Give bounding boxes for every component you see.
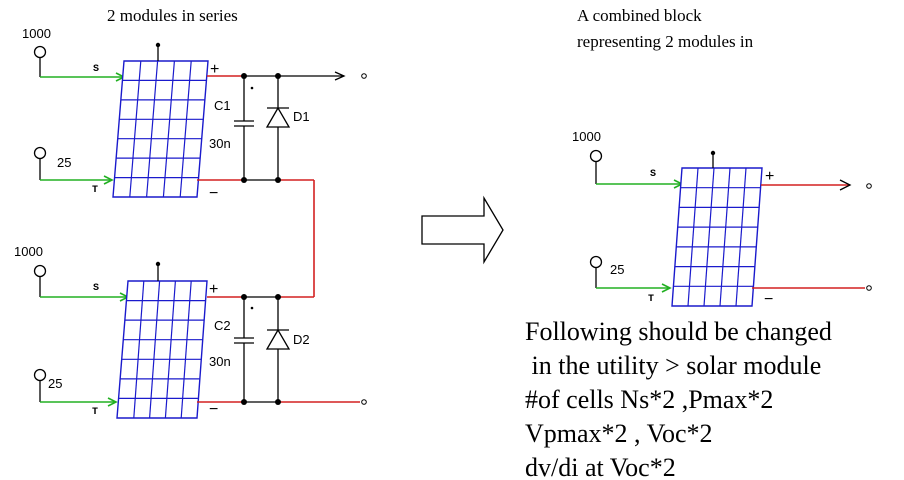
irradiance-source-combined[interactable] xyxy=(589,149,603,163)
plus-terminal-combined: + xyxy=(765,168,774,185)
temperature-source-combined[interactable] xyxy=(589,255,603,269)
temperature-source-bottom[interactable] xyxy=(33,368,47,382)
temperature-label-combined: 25 xyxy=(610,262,624,277)
diode-d1[interactable] xyxy=(265,76,291,180)
output-terminal-top[interactable] xyxy=(361,73,367,79)
plus-terminal-top: + xyxy=(210,61,219,78)
note-line: #of cells Ns*2 ,Pmax*2 xyxy=(525,385,773,414)
s-pin-combined: S xyxy=(650,169,656,180)
minus-terminal-combined: − xyxy=(764,291,773,308)
irradiance-label-top: 1000 xyxy=(22,26,51,41)
capacitor-c2[interactable] xyxy=(234,297,254,402)
note-line: dv/di at Voc*2 xyxy=(525,453,676,480)
note-line: Vpmax*2 , Voc*2 xyxy=(525,419,713,448)
irradiance-source-bottom[interactable] xyxy=(33,264,47,278)
output-terminal-combined-minus[interactable] xyxy=(866,285,872,291)
irradiance-source-top[interactable] xyxy=(33,45,47,59)
right-title-line2: representing 2 modules in xyxy=(577,32,754,51)
plus-terminal-bottom: + xyxy=(209,281,218,298)
c2-value: 30n xyxy=(209,354,231,369)
note-line: Following should be changed xyxy=(525,317,832,346)
solar-module-combined[interactable]: 1000 S 25 T + − xyxy=(572,129,872,308)
minus-terminal-top: − xyxy=(209,185,218,202)
diode-d2[interactable] xyxy=(265,297,291,402)
transform-arrow-icon xyxy=(421,195,504,265)
irradiance-label-combined: 1000 xyxy=(572,129,601,144)
t-pin-combined: T xyxy=(648,294,654,305)
c2-label: C2 xyxy=(214,318,231,333)
output-terminal-bottom[interactable] xyxy=(361,399,367,405)
note-line: in the utility > solar module xyxy=(525,351,821,380)
c1-label: C1 xyxy=(214,98,231,113)
s-pin-bottom: S xyxy=(93,283,99,294)
solar-module-bottom[interactable]: 1000 S 25 T + − xyxy=(14,244,367,419)
s-pin-top: S xyxy=(93,64,99,75)
c1-value: 30n xyxy=(209,136,231,151)
temperature-label-bottom: 25 xyxy=(48,376,62,391)
change-notes: Following should be changed in the utili… xyxy=(525,317,832,480)
left-title: 2 modules in series xyxy=(107,6,238,25)
capacitor-c1[interactable] xyxy=(234,76,254,180)
d2-label: D2 xyxy=(293,332,310,347)
temperature-label-top: 25 xyxy=(57,155,71,170)
d1-label: D1 xyxy=(293,109,310,124)
t-pin-top: T xyxy=(92,185,98,196)
temperature-source-top[interactable] xyxy=(33,146,47,160)
pv-cell-grid-top xyxy=(112,60,209,198)
minus-terminal-bottom: − xyxy=(209,401,218,418)
pv-cell-grid-combined xyxy=(671,167,763,307)
irradiance-label-bottom: 1000 xyxy=(14,244,43,259)
t-pin-bottom: T xyxy=(92,407,98,418)
solar-module-top[interactable]: 1000 S 25 T + − xyxy=(22,26,367,202)
right-title-line1: A combined block xyxy=(577,6,702,25)
pv-cell-grid-bottom xyxy=(116,280,208,419)
output-terminal-combined-plus[interactable] xyxy=(866,183,872,189)
